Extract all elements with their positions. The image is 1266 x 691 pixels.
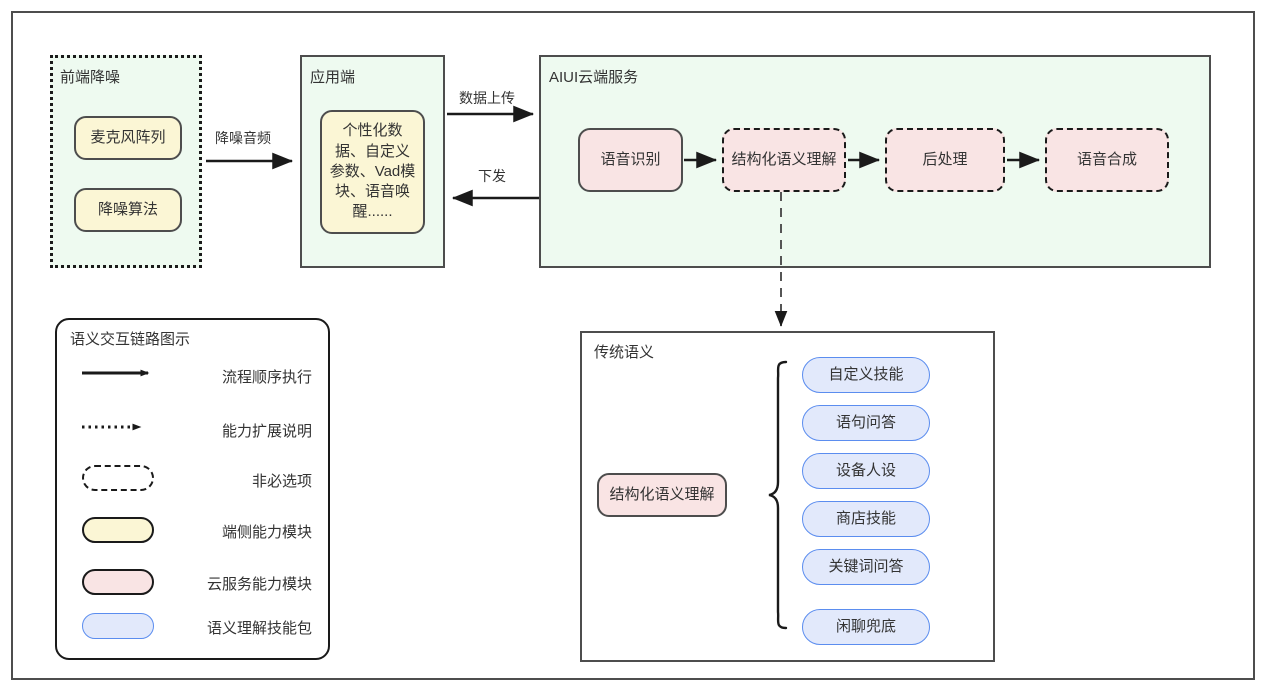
skill-store-skill[interactable]: 商店技能 [802,501,930,537]
edge-label-denoise-audio: 降噪音频 [215,130,271,146]
skill-chitchat-fallback[interactable]: 闲聊兜底 [802,609,930,645]
legend-label-optional: 非必选项 [251,473,312,490]
module-application-capabilities[interactable]: 个性化数据、自定义参数、Vad模块、语音唤醒...... [320,110,425,234]
module-denoise-algorithm[interactable]: 降噪算法 [74,188,182,232]
edge-label-downlink: 下发 [478,168,506,184]
group-frontend-denoise [50,55,202,268]
skill-custom-skill[interactable]: 自定义技能 [802,357,930,393]
module-microphone-array[interactable]: 麦克风阵列 [74,116,182,160]
legend-swatch-pink-pill [82,569,154,595]
skill-sentence-qa[interactable]: 语句问答 [802,405,930,441]
legend-title: 语义交互链路图示 [70,331,191,348]
group-application-side-title: 应用端 [310,69,356,86]
group-frontend-denoise-title: 前端降噪 [60,69,121,86]
group-traditional-semantics-title: 传统语义 [594,344,655,361]
skill-keyword-qa[interactable]: 关键词问答 [802,549,930,585]
skill-device-persona[interactable]: 设备人设 [802,453,930,489]
legend-swatch-blue-pill [82,613,154,639]
legend-swatch-dashed-pill [82,465,154,491]
module-structured-semantic-understanding[interactable]: 结构化语义理解 [722,128,846,192]
group-aiui-cloud-title: AIUI云端服务 [549,69,639,86]
legend-swatch-yellow-pill [82,517,154,543]
legend-label-device-capability: 端侧能力模块 [221,524,312,541]
edge-label-data-upload: 数据上传 [459,90,515,106]
legend-label-flow-order: 流程顺序执行 [221,369,312,386]
legend-label-capability-extension: 能力扩展说明 [221,423,312,440]
module-post-processing[interactable]: 后处理 [885,128,1005,192]
module-speech-recognition[interactable]: 语音识别 [578,128,683,192]
legend-label-cloud-capability: 云服务能力模块 [206,576,312,593]
legend-label-semantic-skill-pack: 语义理解技能包 [206,620,312,637]
module-speech-synthesis[interactable]: 语音合成 [1045,128,1169,192]
module-structured-semantic-understanding-detail[interactable]: 结构化语义理解 [597,473,727,517]
